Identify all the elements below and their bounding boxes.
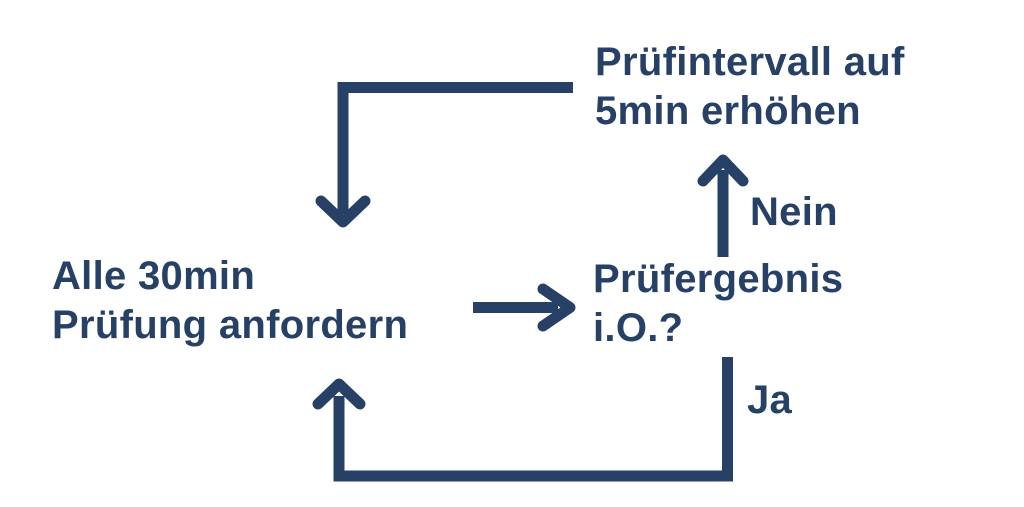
node-request-check: Alle 30min Prüfung anfordern — [52, 252, 408, 350]
arrow-result-to-increase — [697, 154, 749, 257]
node-request-check-line1: Alle 30min — [52, 254, 256, 298]
node-increase-interval-line1: Prüfintervall auf — [595, 40, 905, 84]
node-check-result-line2: i.O.? — [593, 306, 684, 350]
arrow-result-to-request — [312, 357, 733, 482]
node-increase-interval: Prüfintervall auf 5min erhöhen — [595, 38, 905, 136]
edge-label-ja: Ja — [747, 378, 793, 422]
arrow-request-to-result — [473, 283, 576, 332]
node-check-result: Prüfergebnis i.O.? — [593, 255, 843, 353]
edge-label-nein: Nein — [750, 190, 838, 234]
node-increase-interval-line2: 5min erhöhen — [595, 89, 861, 133]
arrow-increase-to-request — [315, 82, 573, 228]
node-check-result-line1: Prüfergebnis — [593, 257, 844, 301]
node-request-check-line2: Prüfung anfordern — [52, 303, 409, 347]
